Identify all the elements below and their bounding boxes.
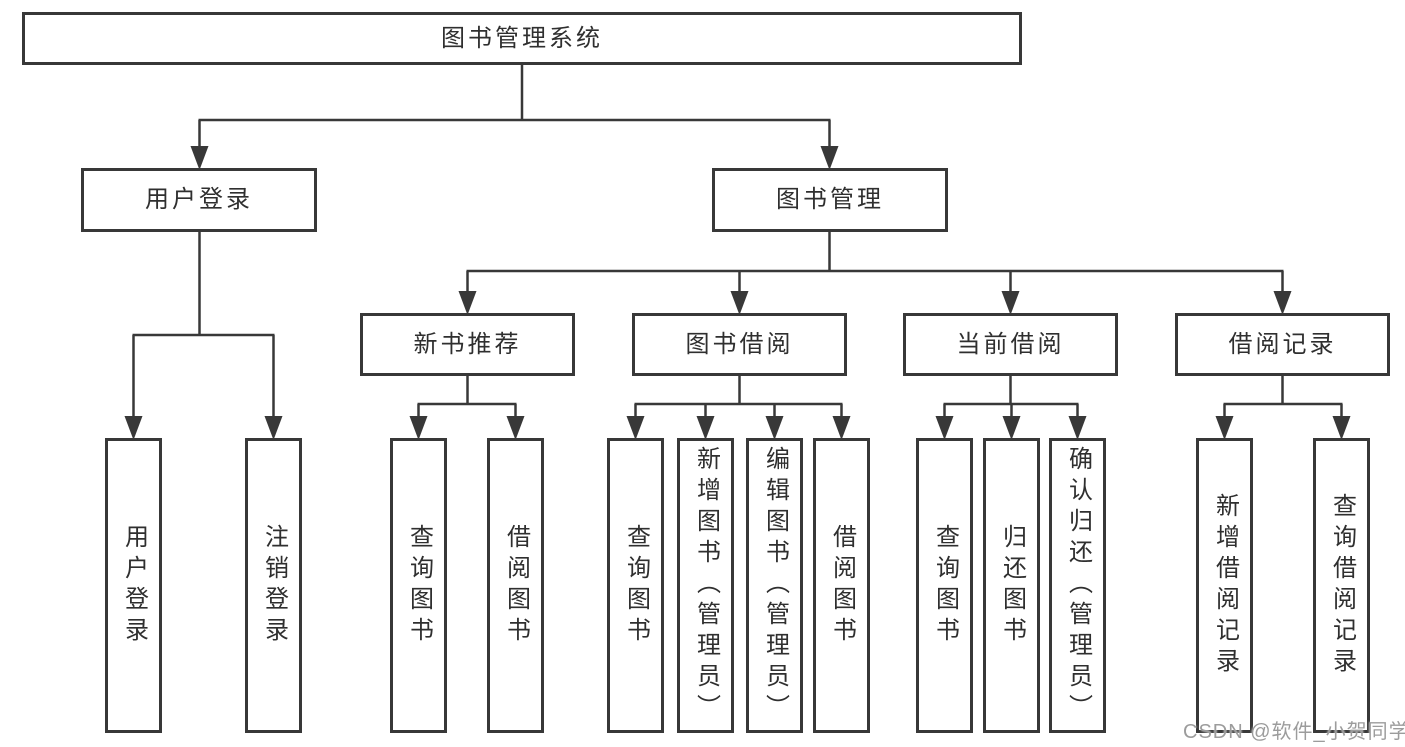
node-book-borrow: 图书借阅 [632,313,847,376]
leaf-borrow-add-books-admin: 新增图书（管理员） [677,438,734,733]
leaf-current-query-books: 查询图书 [916,438,973,733]
arrowhead [1273,291,1292,315]
arrowhead [1332,416,1351,440]
csdn-watermark: CSDN @软件_小贺同学 [1183,721,1405,743]
leaf-records-add-record: 新增借阅记录 [1196,438,1253,733]
node-current-borrow: 当前借阅 [903,313,1118,376]
arrowhead [1215,416,1234,440]
arrowhead [409,416,428,440]
leaf-user-login: 用户登录 [105,438,162,733]
arrowhead [506,416,525,440]
leaf-records-query-record: 查询借阅记录 [1313,438,1370,733]
node-borrow-records: 借阅记录 [1175,313,1390,376]
arrowhead [124,416,143,440]
arrowhead [820,146,839,170]
leaf-current-return-books: 归还图书 [983,438,1040,733]
arrowhead [730,291,749,315]
leaf-recommend-borrow-books: 借阅图书 [487,438,544,733]
leaf-current-confirm-return-admin: 确认归还（管理员） [1049,438,1106,733]
arrowhead [458,291,477,315]
leaf-recommend-query-books: 查询图书 [390,438,447,733]
node-root-library-system: 图书管理系统 [22,12,1022,65]
node-book-management: 图书管理 [712,168,948,232]
node-new-book-recommend: 新书推荐 [360,313,575,376]
leaf-borrow-borrow-books: 借阅图书 [813,438,870,733]
arrowhead [264,416,283,440]
leaf-logout: 注销登录 [245,438,302,733]
arrowhead [1002,416,1021,440]
node-user-login: 用户登录 [81,168,317,232]
arrowhead [696,416,715,440]
leaf-borrow-query-books: 查询图书 [607,438,664,733]
arrowhead [935,416,954,440]
arrowhead [832,416,851,440]
arrowhead [1001,291,1020,315]
arrowhead [765,416,784,440]
arrowhead [1068,416,1087,440]
leaf-borrow-edit-books-admin: 编辑图书（管理员） [746,438,803,733]
arrowhead [626,416,645,440]
arrowhead [190,146,209,170]
